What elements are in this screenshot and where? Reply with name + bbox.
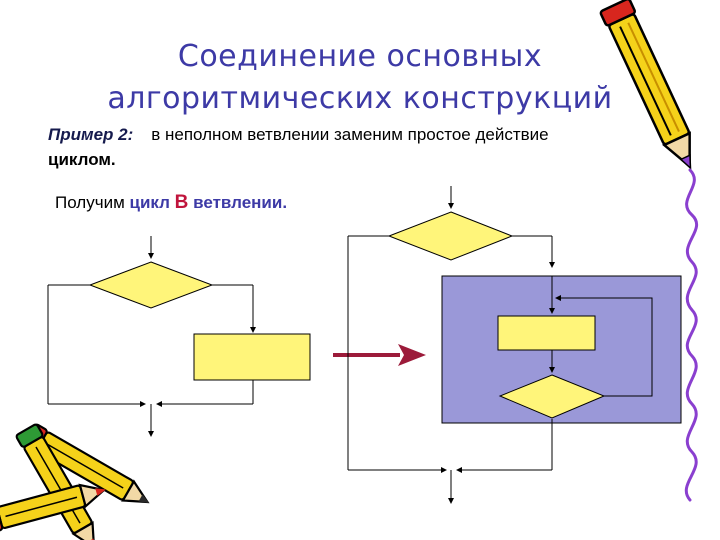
result-text: Получим цикл В ветвлении. — [55, 192, 287, 214]
example-label: Пример 2: — [48, 125, 134, 144]
transform-arrow — [333, 344, 426, 366]
title-line-2: алгоритмических конструкций — [107, 81, 613, 116]
left-flowchart — [47, 236, 256, 437]
right-flowchart — [347, 186, 653, 504]
squiggle-decoration — [684, 168, 699, 502]
example-body-bold: циклом. — [48, 150, 116, 169]
result-word-loop: цикл — [129, 193, 170, 212]
loop-action-block — [497, 315, 596, 351]
loop-back-arrow — [555, 295, 653, 397]
pencil-icon — [599, 0, 692, 170]
result-prefix: Получим — [55, 193, 125, 212]
pencils-icon — [0, 423, 150, 540]
left-action-block — [193, 333, 311, 381]
example-text: Пример 2: в неполном ветвлении заменим пр… — [48, 122, 658, 172]
right-condition-diamond — [387, 211, 514, 261]
result-word-in: В — [174, 192, 189, 213]
example-body: в неполном ветвлении заменим простое дей… — [151, 125, 549, 144]
slide-title: Соединение основных алгоритмических конс… — [60, 36, 660, 120]
loop-condition-diamond — [498, 374, 606, 419]
result-word-branching: ветвлении. — [193, 193, 288, 212]
left-condition-diamond — [88, 261, 214, 309]
title-line-1: Соединение основных — [177, 39, 543, 74]
